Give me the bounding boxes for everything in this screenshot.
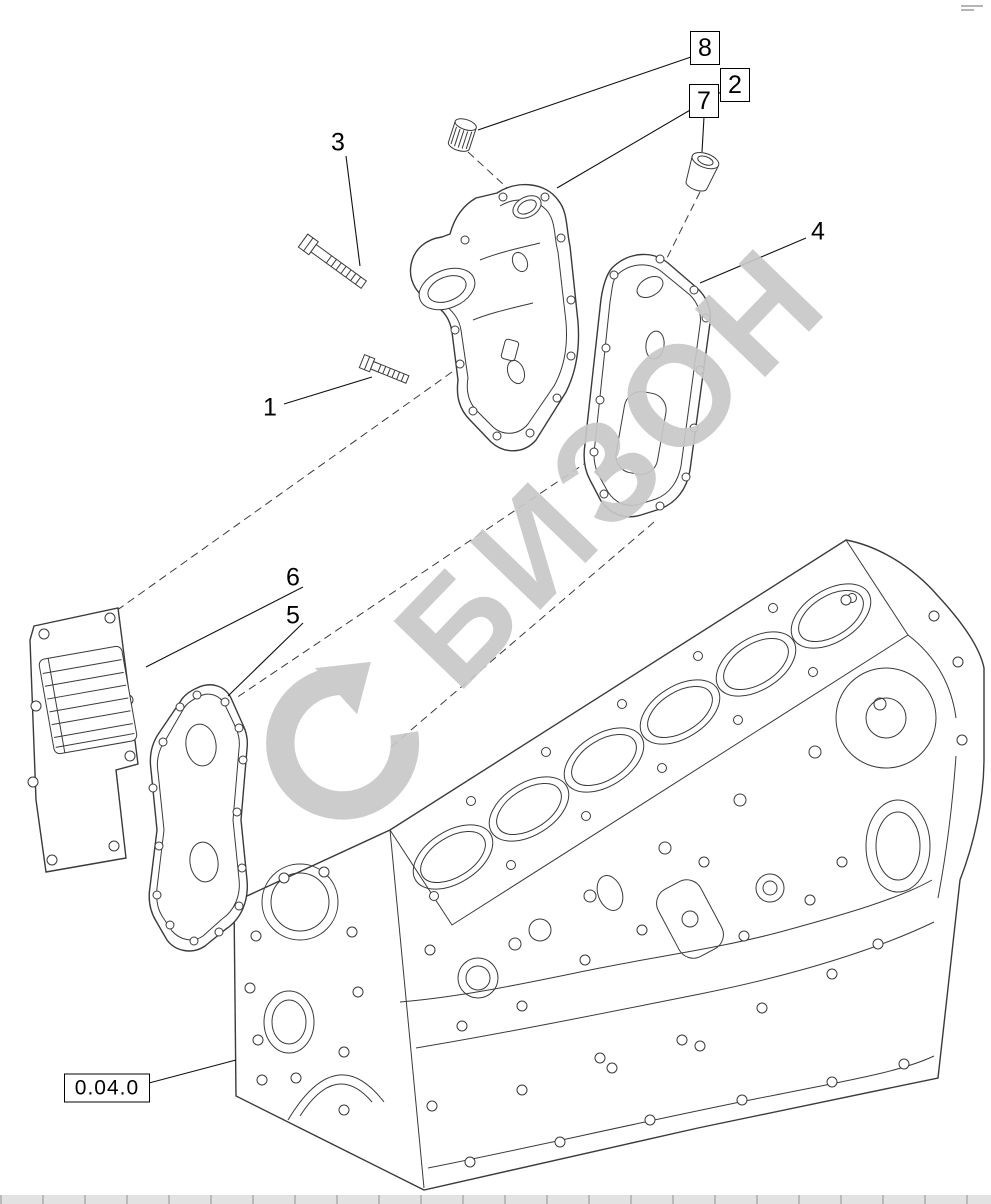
callout-8: 8 [690,31,720,65]
deck-bolt-holes [429,593,857,901]
block-rear-face [835,594,968,899]
cropped-bottom-strip [0,1195,991,1204]
part-2-housing-drawing [409,183,580,452]
part-3-bolt-drawing [297,233,368,290]
part-8-plug-drawing [447,118,477,152]
part-5-gasket-drawing [148,684,249,952]
callout-7: 7 [689,84,719,118]
part-7-sleeve-drawing [685,151,720,192]
callout-1: 1 [263,393,277,422]
part-6-core-drawing [27,607,139,873]
callout-5: 5 [286,601,300,630]
callout-3: 3 [331,128,345,157]
callout-4: 4 [811,217,825,246]
callout-2: 2 [720,68,750,102]
engine-block-drawing [233,539,985,1191]
section-reference-label: 0.04.0 [64,1073,150,1103]
head-bolt-row [508,697,887,951]
block-front-face [244,863,385,1121]
part-1-bolt-drawing [358,353,410,384]
part-4-cover-drawing [583,253,712,518]
block-side-face [399,856,935,1169]
page-corner-artifact [961,5,983,15]
callout-6: 6 [286,563,300,592]
